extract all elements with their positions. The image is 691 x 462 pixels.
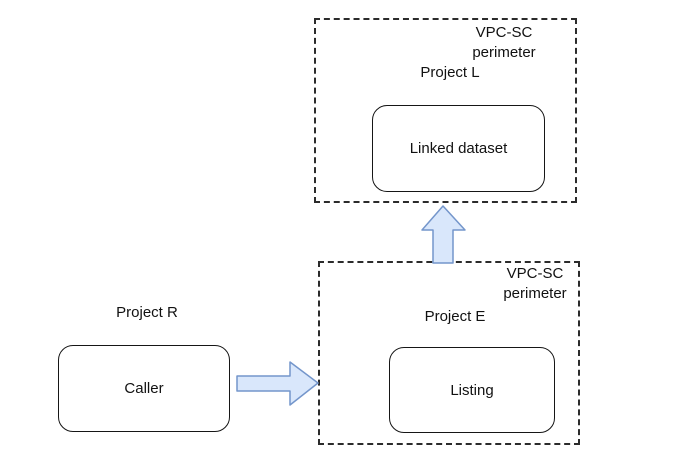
listing-node-label: Listing [450, 381, 494, 399]
perimeter-top-label: VPC-SC perimeter [444, 23, 564, 63]
linked-dataset-node: Linked dataset [372, 105, 545, 192]
linked-dataset-node-label: Linked dataset [409, 140, 508, 157]
up-arrow-icon [421, 205, 466, 264]
caller-node: Caller [58, 345, 230, 432]
vpc-sc-perimeter-bottom: VPC-SC perimeter Project E Listing [318, 261, 580, 445]
project-l-label: Project L [420, 64, 480, 81]
arrow-listing-to-linked-dataset [421, 205, 466, 264]
perimeter-bottom-label: VPC-SC perimeter [475, 264, 595, 304]
project-r-label: Project R [116, 304, 178, 321]
right-arrow-icon [236, 361, 319, 406]
perimeter-top-label-line1: VPC-SC [475, 24, 533, 41]
vpc-sc-perimeter-top: VPC-SC perimeter Project L Linked datase… [314, 18, 577, 203]
perimeter-bottom-label-line2: perimeter [503, 285, 567, 302]
caller-node-label: Caller [124, 380, 164, 397]
listing-node: Listing [389, 347, 555, 433]
arrow-caller-to-listing [236, 361, 319, 406]
project-e-label: Project E [424, 308, 486, 325]
perimeter-bottom-label-line1: VPC-SC [506, 265, 564, 282]
perimeter-top-label-line2: perimeter [472, 44, 536, 61]
